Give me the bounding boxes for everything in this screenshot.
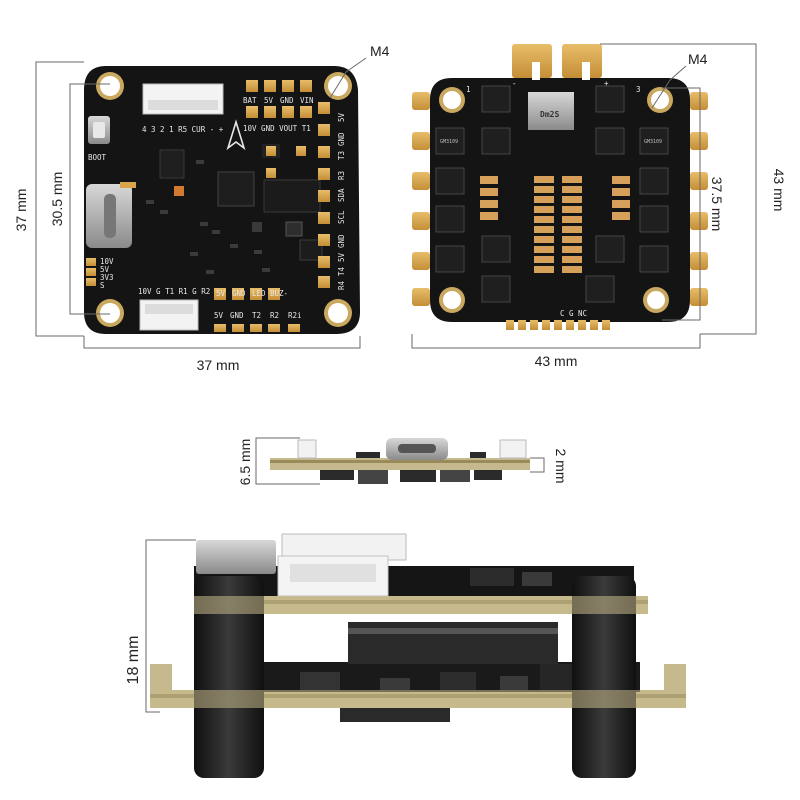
- fc-label-bat: BAT: [243, 96, 257, 105]
- fc-left-label: S: [100, 281, 105, 290]
- side-dimensions: 6.5 mm 2 mm: [237, 437, 569, 486]
- fc-bottom-label: R2i: [288, 311, 302, 320]
- fc-left-label: 3V3: [100, 273, 114, 282]
- fc-bottom-label: GND: [232, 289, 246, 298]
- fc-bottom-label: 5V: [214, 311, 224, 320]
- stack-side-view: [150, 533, 686, 778]
- fc-right-label: GND: [337, 234, 346, 248]
- side-height-label: 6.5 mm: [237, 439, 253, 486]
- fc-width-label: 37 mm: [197, 357, 240, 373]
- logo-arrow-icon: [226, 119, 246, 151]
- fc-right-label: T3: [337, 151, 346, 160]
- fc-right-label: R3: [337, 171, 346, 180]
- esc-mount-label: M4: [688, 51, 708, 67]
- esc-power-pad: [562, 44, 602, 78]
- standoff: [572, 576, 636, 778]
- fc-right-pads: [266, 102, 330, 288]
- esc-bottom-pin-labels: C G NC: [560, 309, 587, 318]
- esc-power-pad: [512, 44, 552, 78]
- fc-conn-pin-labels: 4 3 2 1 R5 CUR - +: [142, 125, 224, 134]
- esc-height-label: 43 mm: [771, 169, 787, 212]
- stack-height-label: 18 mm: [125, 636, 142, 685]
- esc-corner-mark: 1: [466, 85, 471, 94]
- esc-mosfet-label: GM3109: [440, 139, 458, 145]
- esc-dimensions: 43 mm 37.5 mm 43 mm M4: [411, 43, 787, 369]
- fc-bottom-label: R2: [270, 311, 279, 320]
- fc-mount-label: M4: [370, 43, 390, 59]
- esc-main-chip: [528, 92, 574, 130]
- esc-mosfets: [435, 85, 669, 303]
- stack-dimensions: 18 mm: [125, 539, 196, 713]
- fc-side-view: [270, 438, 530, 484]
- fc-right-label: GND: [337, 132, 346, 146]
- fc-bottom-label: BUZ-: [270, 289, 288, 298]
- fc-right-col-labels: 5V GND T3 R3 SDA SCL GND 5V T4 R4: [337, 112, 346, 290]
- fc-right-label: 5V: [337, 112, 346, 122]
- fc-osd-chip: [263, 179, 321, 213]
- esc-signal-pads: [506, 320, 610, 330]
- fc-bottom-label: GND: [230, 311, 244, 320]
- standoff: [194, 576, 264, 778]
- esc-corner-mark: 3: [636, 85, 641, 94]
- fc-right-label: SDA: [337, 188, 346, 202]
- fc-right-label: R4: [337, 280, 346, 290]
- esc-corner-mark: +: [604, 79, 609, 88]
- fc-label-vin: VIN: [300, 96, 314, 105]
- fc-height-label: 37 mm: [13, 189, 29, 232]
- esc-main-chip-label: Dm2S: [540, 110, 559, 119]
- fc-hole-spacing-label: 30.5 mm: [49, 172, 65, 226]
- esc-passives: [480, 176, 630, 273]
- fc-bottom-pads: [214, 288, 300, 332]
- fc-left-label: 5V: [100, 265, 110, 274]
- esc-width-label: 43 mm: [535, 353, 578, 369]
- esc-board-top-view: Dm2S GM3109 GM3109: [412, 44, 708, 330]
- fc-top-pads: [246, 80, 312, 118]
- fc-bottom-label: LED: [252, 289, 266, 298]
- fc-dimensions: 37 mm 30.5 mm 37 mm M4: [13, 43, 390, 373]
- fc-bottom-conn-labels: 10V G T1 R1 G R2 L: [138, 287, 220, 296]
- stack-usb-c: [196, 540, 276, 574]
- fc-bottom-label: T2: [252, 311, 261, 320]
- fc-label-row2: 10V GND VOUT T1: [243, 124, 311, 133]
- side-board-label: 2 mm: [553, 449, 569, 484]
- fc-mcu-chip: [217, 171, 255, 207]
- esc-hole-spacing-label: 37.5 mm: [709, 177, 725, 231]
- fc-right-label: SCL: [337, 210, 346, 224]
- fc-board-top-view: 4 3 2 1 R5 CUR - + BAT 5V GND VIN 10V GN…: [84, 66, 360, 334]
- fc-right-label: 5V: [337, 252, 346, 262]
- esc-motor-pads: [412, 92, 708, 306]
- esc-mosfet-label: GM3109: [644, 139, 662, 145]
- fc-label-5v: 5V: [264, 96, 274, 105]
- fc-left-pads: [86, 258, 96, 286]
- esc-corner-mark: -: [512, 79, 517, 88]
- fc-label-boot: BOOT: [88, 153, 107, 162]
- fc-left-label: 10V: [100, 257, 114, 266]
- fc-bottom-label: 5V: [216, 289, 226, 298]
- fc-right-label: T4: [337, 266, 346, 276]
- fc-label-gnd: GND: [280, 96, 294, 105]
